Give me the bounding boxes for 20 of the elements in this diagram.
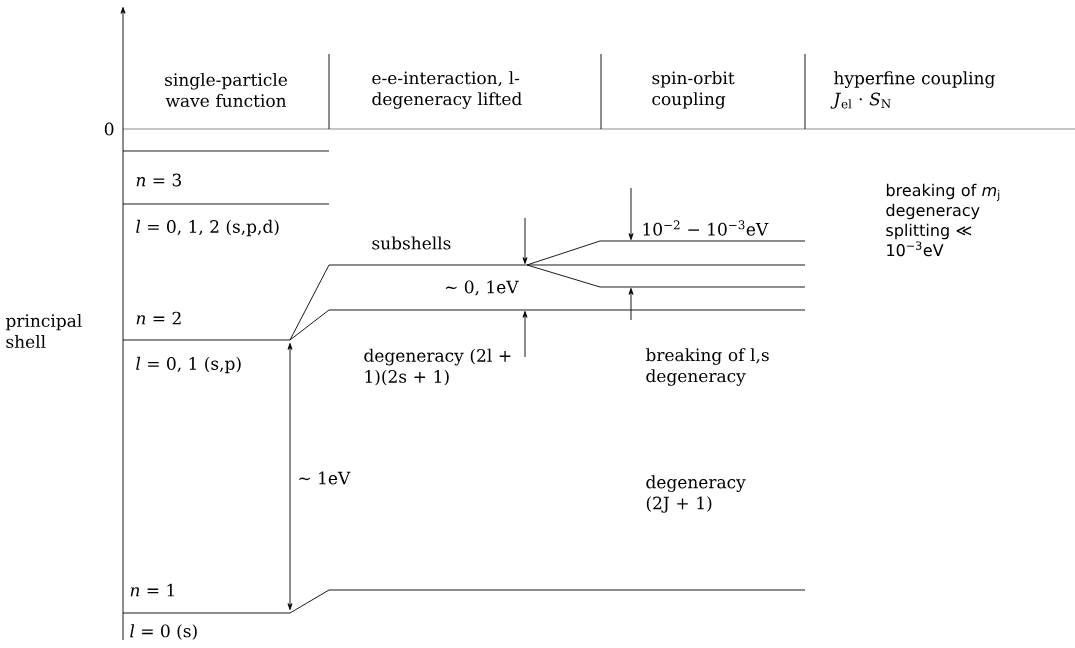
- annotation: degeneracy (2l + 1)(2s + 1): [364, 348, 511, 386]
- annotation: breaking of m$_{j}$ degeneracy splitting ≪ 10$^{−3}$eV: [886, 183, 1000, 257]
- level-label: l = 0, 1 (s,p): [136, 356, 241, 374]
- column-heading: spin-orbit coupling: [652, 71, 735, 109]
- level-label: n = 2: [136, 311, 181, 325]
- level-label: l = 0 (s): [130, 624, 197, 640]
- dimension-label: ∼ 1eV: [299, 471, 351, 485]
- column-heading: e-e-interaction, l-degeneracy lifted: [372, 71, 522, 109]
- column-heading: hyperfine coupling J$_{el}$ · S$_{N}$: [830, 71, 995, 109]
- axis-label: 0: [104, 122, 114, 136]
- dimension-label: ∼ 0, 1eV: [445, 280, 519, 296]
- level-label: l = 0, 1, 2 (s,p,d): [136, 219, 279, 237]
- annotation: subshells: [372, 236, 451, 250]
- annotation: degeneracy (2J + 1): [646, 475, 746, 513]
- annotation: breaking of l,s degeneracy: [645, 348, 769, 386]
- column-heading: single-particle wave function: [165, 72, 287, 108]
- level-label: n = 3: [136, 173, 181, 187]
- axis-label: principal shell: [5, 313, 82, 349]
- level-label: n = 1: [130, 583, 174, 597]
- dimension-label: 10$^{−2}$ − 10$^{−3}$eV: [643, 220, 769, 236]
